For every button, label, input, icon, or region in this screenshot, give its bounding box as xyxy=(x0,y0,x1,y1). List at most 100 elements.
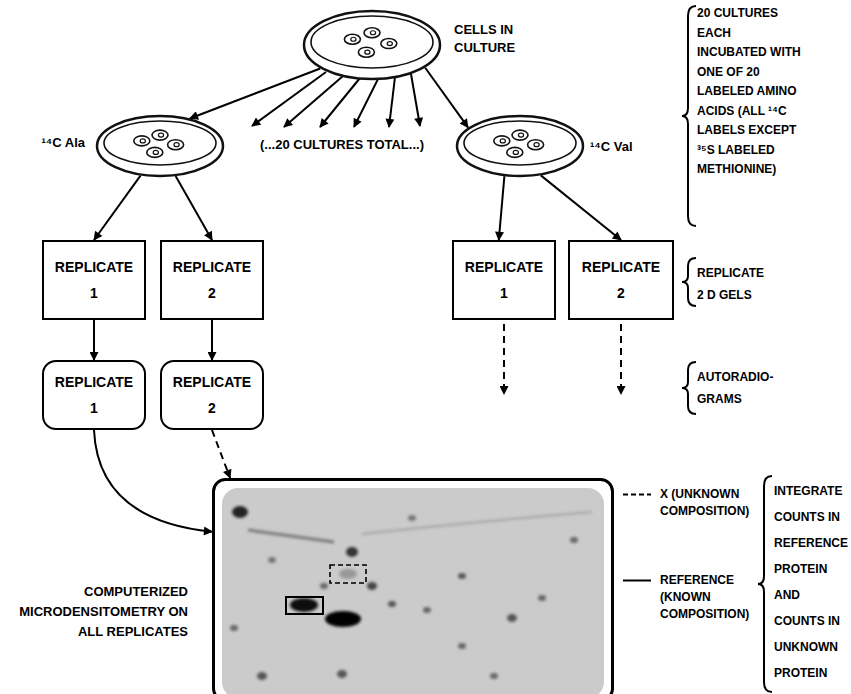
cell xyxy=(358,47,374,57)
cell xyxy=(507,147,523,157)
label-holder: ¹⁴C Val xyxy=(590,138,664,156)
label-holder: COMPUTERIZED MICRODENSITOMETRY ON ALL RE… xyxy=(14,582,188,642)
autoradiogram-box: REPLICATE 1 xyxy=(42,360,146,430)
cell-nucleus xyxy=(351,37,356,41)
legend-item: REFERENCE (KNOWN COMPOSITION) xyxy=(622,572,758,623)
cell xyxy=(494,136,510,146)
curly-brace xyxy=(682,258,696,306)
gel-autoradiogram xyxy=(212,478,614,694)
cell xyxy=(364,28,380,38)
flow-arrow xyxy=(212,430,230,478)
protein-spot xyxy=(325,611,361,627)
fan-arrow xyxy=(320,78,360,127)
dish-base xyxy=(464,121,576,165)
box-label: REPLICATE 1 xyxy=(464,254,544,306)
protein-spot xyxy=(490,673,498,679)
cell-nucleus xyxy=(513,150,518,154)
cell xyxy=(381,39,397,49)
gel-replicate-box: REPLICATE 2 xyxy=(568,240,674,320)
annotation-label: 20 CULTURES EACH INCUBATED WITH ONE OF 2… xyxy=(697,4,801,180)
gel-spots xyxy=(230,506,592,680)
box-label: REPLICATE 1 xyxy=(54,254,134,306)
node-label: ¹⁴C Val xyxy=(590,138,664,156)
box-label: REPLICATE 2 xyxy=(172,369,252,421)
gel-replicate-box: REPLICATE 1 xyxy=(452,240,556,320)
petri-dish xyxy=(302,9,442,81)
dish-rim xyxy=(97,116,223,176)
cell xyxy=(134,136,150,146)
cell-nucleus xyxy=(370,31,375,35)
gel-replicate-box: REPLICATE 1 xyxy=(42,240,146,320)
flow-arrow xyxy=(93,320,95,360)
flow-arrow xyxy=(541,175,621,240)
box-label: REPLICATE 2 xyxy=(580,254,662,306)
node-label: COMPUTERIZED MICRODENSITOMETRY ON ALL RE… xyxy=(14,582,188,642)
curly-brace xyxy=(682,6,696,226)
label-holder: ¹⁴C Ala xyxy=(11,134,85,152)
cell-nucleus xyxy=(500,139,505,143)
legend-line xyxy=(623,494,651,496)
cell xyxy=(168,140,184,150)
dish-rim xyxy=(457,116,583,176)
legend-swatch xyxy=(622,486,652,503)
flow-arrow xyxy=(94,176,141,240)
protein-spot xyxy=(458,643,466,649)
flow-arrow xyxy=(176,176,212,240)
petri-dish-node: ¹⁴C Val xyxy=(455,114,585,178)
cell-nucleus xyxy=(534,143,539,147)
protein-spot xyxy=(423,607,431,613)
flow-arrow xyxy=(211,320,213,360)
legend-line xyxy=(623,580,651,582)
box-label: REPLICATE 1 xyxy=(54,369,134,421)
fan-arrow xyxy=(354,79,378,127)
cell xyxy=(147,147,163,157)
autoradiogram-box: REPLICATE 2 xyxy=(160,360,264,430)
protein-spot xyxy=(268,557,276,563)
legend-item: X (UNKNOWN COMPOSITION) xyxy=(622,486,758,520)
cell-nucleus xyxy=(174,143,179,147)
gel-frame xyxy=(214,480,613,694)
node-label: ¹⁴C Ala xyxy=(11,134,85,152)
cell xyxy=(512,130,528,140)
dish-rim xyxy=(304,11,440,79)
cell-nucleus xyxy=(518,133,523,137)
protein-spot xyxy=(232,506,248,518)
protein-spot xyxy=(339,569,357,579)
petri-dish-node: CELLS IN CULTURE xyxy=(302,9,442,81)
cell-nucleus xyxy=(365,50,370,54)
protein-spot xyxy=(290,598,318,612)
box-label: REPLICATE 2 xyxy=(172,254,252,306)
legend-swatch xyxy=(622,572,652,589)
protein-spot xyxy=(367,582,377,590)
reference-protein-box xyxy=(286,597,323,614)
gel-image-node: COMPUTERIZED MICRODENSITOMETRY ON ALL RE… xyxy=(212,478,614,694)
fan-arrow xyxy=(389,77,395,127)
flow-arrow xyxy=(499,176,505,240)
cell-nucleus xyxy=(153,150,158,154)
protein-spot xyxy=(320,583,328,589)
petri-dish-node: ¹⁴C Ala xyxy=(95,114,225,178)
legend-label: REFERENCE (KNOWN COMPOSITION) xyxy=(660,572,756,623)
protein-spot xyxy=(337,670,347,678)
dashed-arrows xyxy=(504,324,621,394)
dashed-arrow xyxy=(503,324,505,394)
curly-brace xyxy=(682,362,696,414)
gel-streak xyxy=(362,512,592,534)
flow-arrow xyxy=(425,68,468,128)
fan-arrow xyxy=(411,74,420,126)
protein-spot xyxy=(388,601,396,607)
protein-spot xyxy=(570,537,578,543)
dish-base xyxy=(311,16,433,68)
cell-nucleus xyxy=(387,42,392,46)
gel-streak xyxy=(248,530,334,542)
gel-replicate-box: REPLICATE 2 xyxy=(160,240,264,320)
legend-label: X (UNKNOWN COMPOSITION) xyxy=(660,486,756,520)
cell xyxy=(528,140,544,150)
label-holder: CELLS IN CULTURE xyxy=(454,21,528,57)
annotation-label: (...20 CULTURES TOTAL...) xyxy=(232,136,452,154)
cell xyxy=(152,130,168,140)
flow-arrow xyxy=(190,69,320,119)
protein-spot xyxy=(230,625,238,631)
curly-brace xyxy=(758,476,772,692)
